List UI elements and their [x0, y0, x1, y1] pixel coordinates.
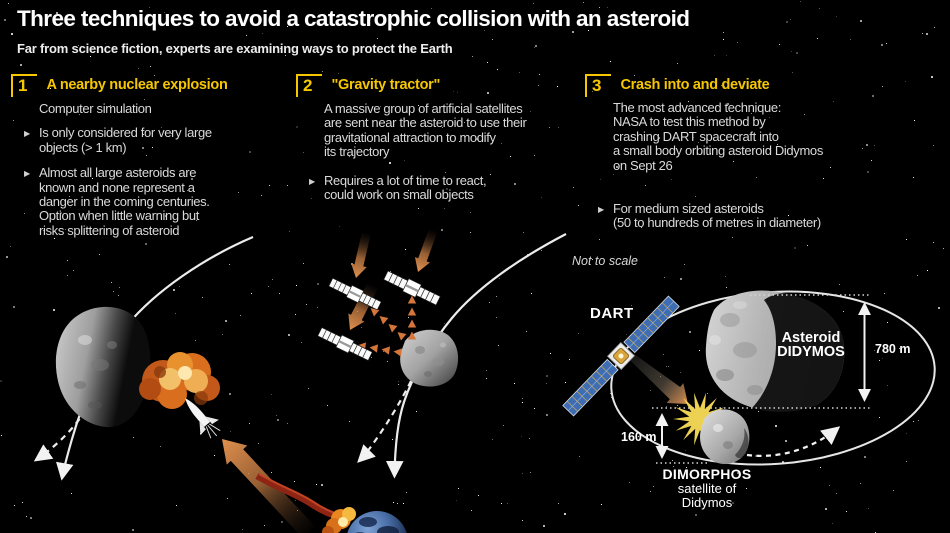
bullet-text: Almost all large asteroids are known and… — [39, 165, 210, 238]
bullet-item: ▶ For medium sized asteroids (50 to hund… — [598, 201, 940, 231]
section-description: Computer simulation — [39, 101, 152, 116]
section-title: "Gravity tractor" — [331, 77, 441, 93]
dart-label: DART — [590, 305, 634, 322]
earth-impact — [255, 473, 407, 533]
deflected-orbit-dashed — [746, 426, 841, 457]
section-description: The most advanced technique: NASA to tes… — [613, 100, 823, 173]
section-description: A massive group of artificial satellites… — [324, 101, 527, 160]
didymos-diameter-label: 780 m — [875, 342, 911, 356]
bullet-triangle-icon: ▶ — [24, 129, 31, 139]
asteroid-didymos — [705, 290, 845, 413]
dart-spacecraft — [562, 295, 680, 417]
rocket — [185, 398, 221, 439]
launch-arrow — [222, 439, 316, 533]
impact-starburst — [673, 392, 727, 446]
section-title: Crash into and deviate — [620, 77, 770, 93]
bullet-text: Is only considered for very large object… — [39, 125, 212, 155]
asteroid-2 — [400, 329, 459, 387]
explosion-fireball — [139, 352, 220, 409]
dart-diagram — [562, 290, 936, 466]
bullet-item: ▶ Almost all large asteroids are known a… — [24, 166, 283, 238]
bullet-item: ▶ Requires a lot of time to react, could… — [309, 172, 571, 203]
section-nuclear: 1 A nearby nuclear explosion Computer si… — [11, 74, 283, 238]
impact-fireball — [322, 507, 356, 533]
satellite-thrust-arrow — [351, 232, 371, 278]
dimorphos-label: DIMORPHOS — [662, 466, 752, 482]
section-gravity-tractor: 2 "Gravity tractor" A massive group of a… — [296, 74, 571, 202]
satellite-thrust-arrow — [414, 229, 438, 272]
dimorphos-sublabel: satellite of Didymos — [677, 481, 737, 510]
bullet-triangle-icon: ▶ — [598, 205, 605, 215]
deflected-trajectory-dashed — [33, 390, 98, 462]
nuclear-diagram — [33, 235, 316, 533]
section-number: 1 — [11, 74, 38, 97]
bullet-triangle-icon: ▶ — [309, 176, 316, 186]
gravity-tractor-diagram — [316, 229, 567, 479]
deflected-trajectory-dashed — [357, 380, 412, 463]
section-title: A nearby nuclear explosion — [46, 77, 228, 93]
section-number: 3 — [585, 74, 612, 97]
section-crash-deviate: 3 Crash into and deviate The most advanc… — [585, 74, 940, 231]
dimorphos-diameter-label: 160 m — [621, 430, 657, 444]
scale-note: Not to scale — [572, 254, 639, 268]
page-title: Three techniques to avoid a catastrophic… — [17, 6, 690, 31]
page-subtitle: Far from science fiction, experts are ex… — [17, 41, 453, 56]
satellite-thrust-arrow — [348, 282, 379, 330]
didymos-label: Asteroid DIDYMOS — [777, 330, 845, 360]
bullet-triangle-icon: ▶ — [24, 169, 31, 179]
section-number: 2 — [296, 74, 323, 97]
bullet-text: For medium sized asteroids (50 to hundre… — [613, 201, 821, 231]
bullet-item: ▶ Is only considered for very large obje… — [24, 126, 283, 155]
dimorphos-label-block: DIMORPHOS satellite of Didymos — [651, 466, 763, 510]
impact-cone-arrow — [623, 348, 688, 404]
asteroid-1 — [55, 306, 151, 428]
bullet-text: Requires a lot of time to react, could w… — [324, 172, 487, 203]
asteroid-dimorphos — [700, 409, 750, 464]
